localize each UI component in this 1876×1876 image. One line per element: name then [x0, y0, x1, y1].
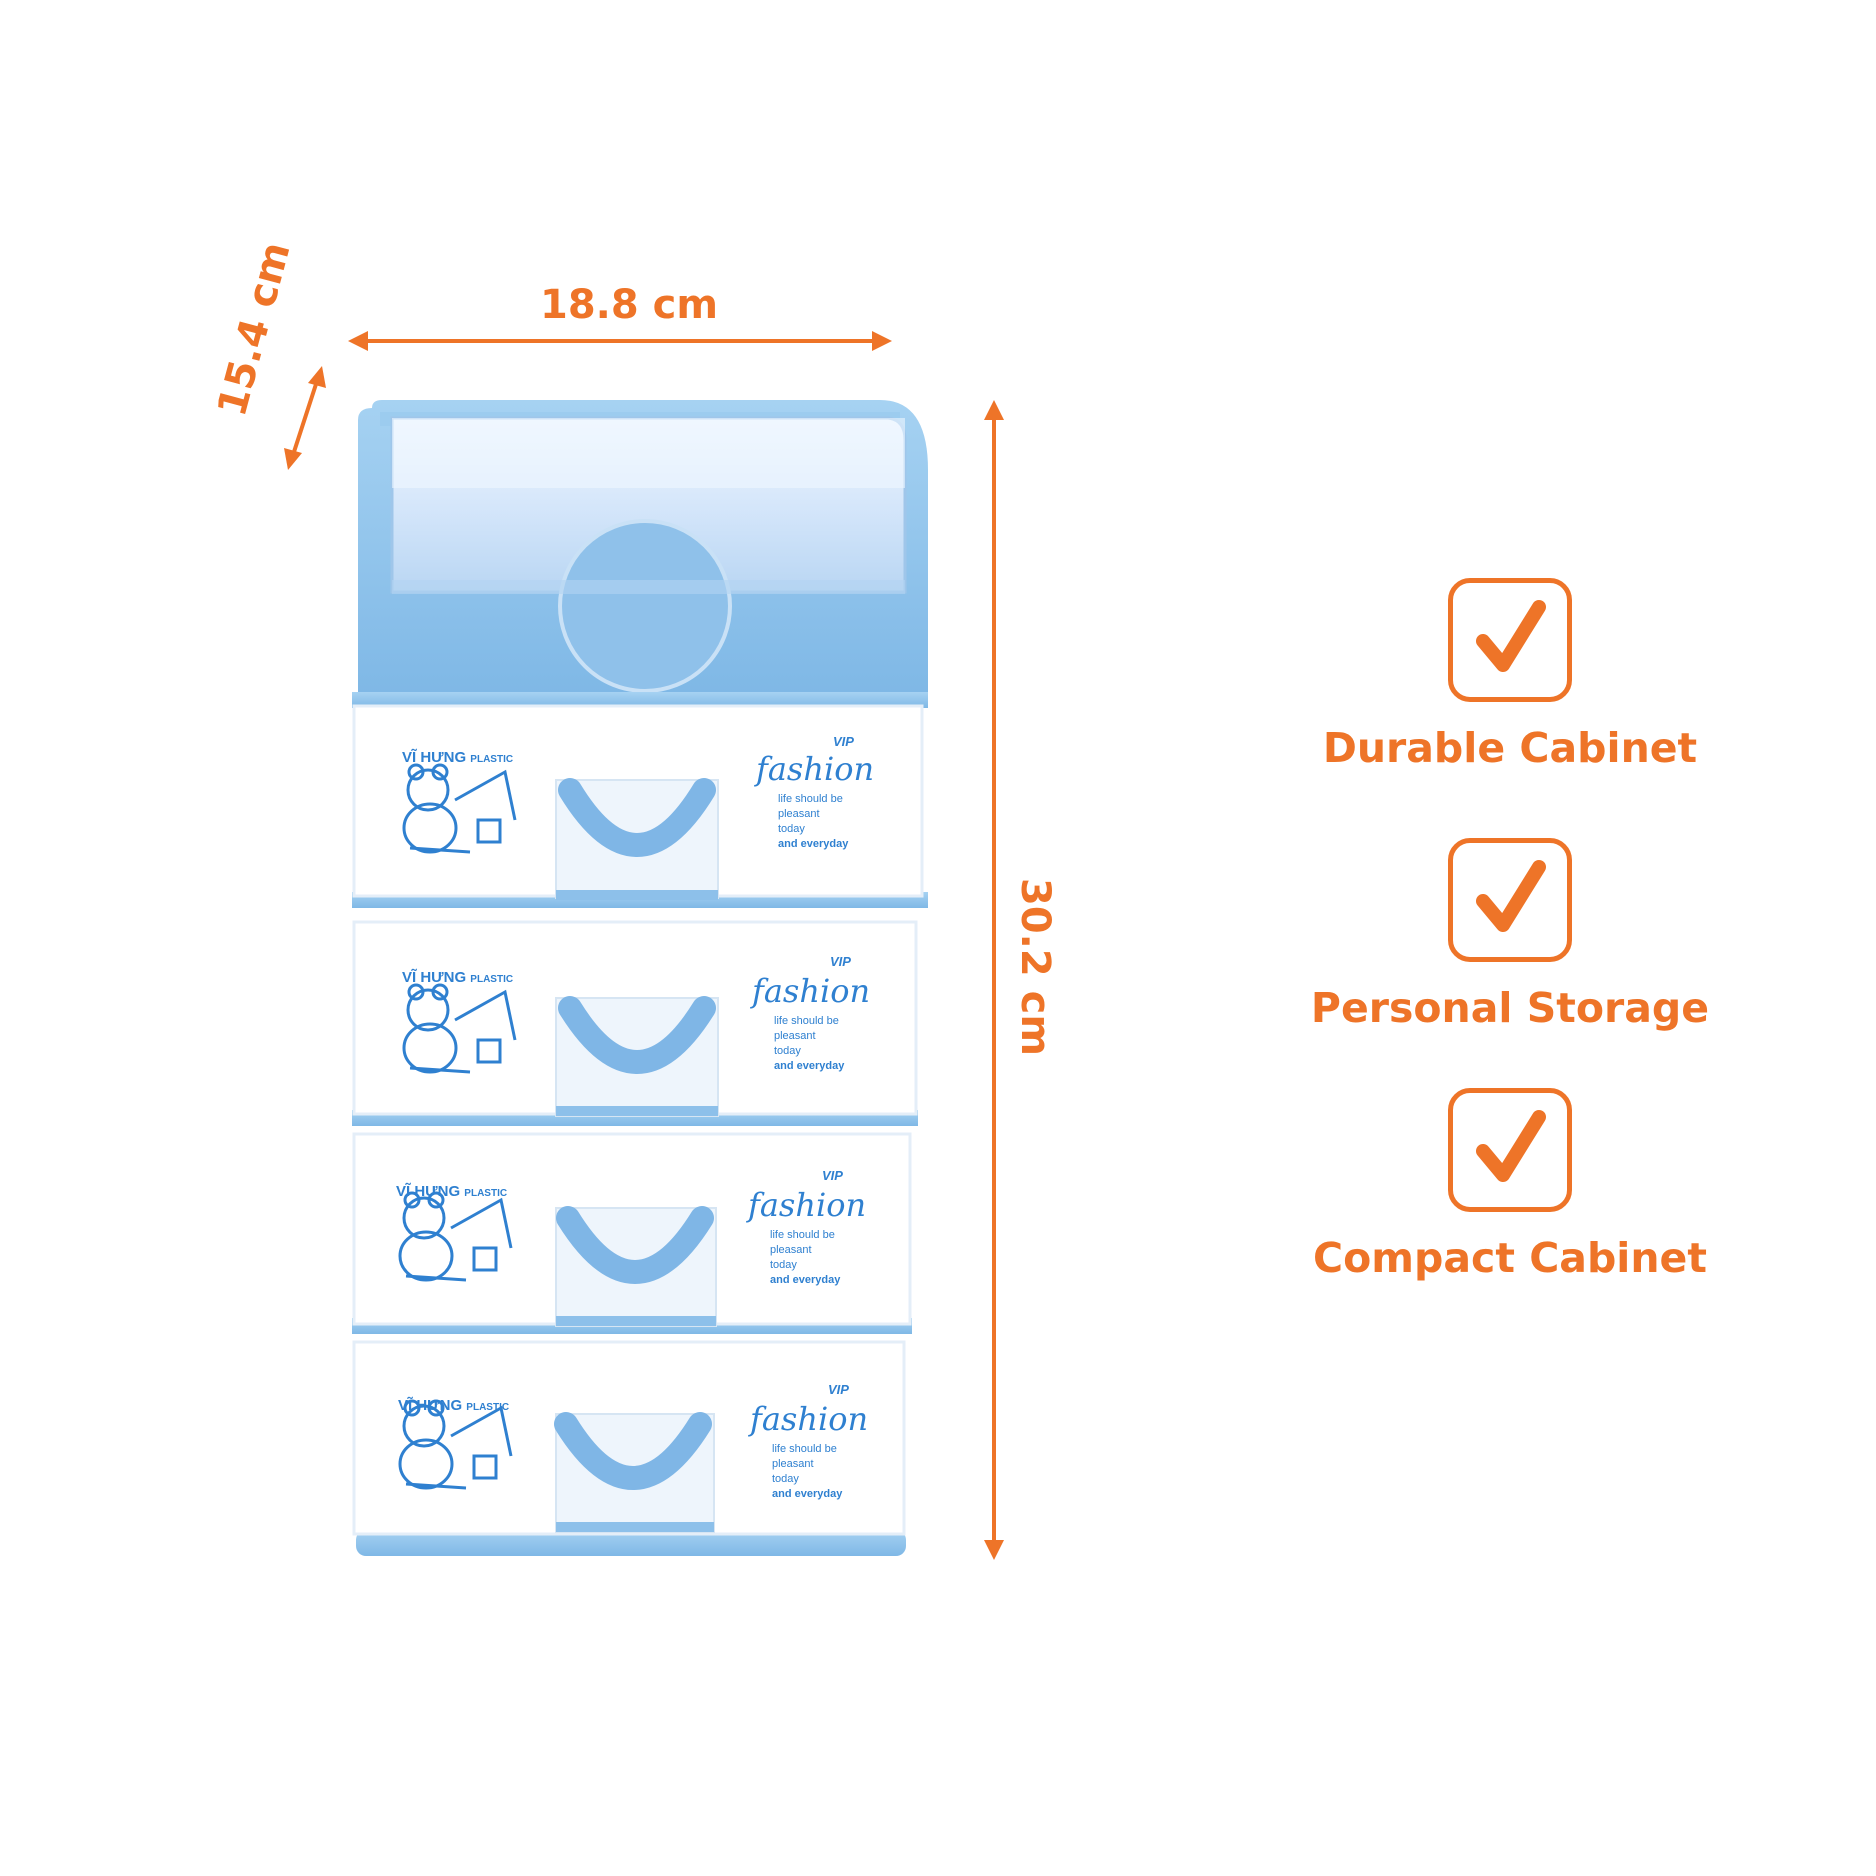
svg-text:VIP: VIP — [828, 1382, 849, 1397]
svg-text:fashion: fashion — [750, 972, 870, 1010]
svg-text:life should be: life should be — [774, 1015, 839, 1027]
svg-text:and everyday: and everyday — [770, 1274, 841, 1286]
top-compartment — [358, 400, 928, 693]
svg-text:and everyday: and everyday — [774, 1060, 845, 1072]
checkmark-icon — [1448, 578, 1572, 702]
svg-text:VĨ HƯNG PLASTIC: VĨ HƯNG PLASTIC — [396, 1182, 507, 1200]
svg-text:pleasant: pleasant — [774, 1030, 816, 1042]
svg-text:today: today — [774, 1045, 801, 1057]
drawer-1 — [352, 704, 924, 900]
drawer-2-print: VĨ HƯNG PLASTIC VIP fashion life should … — [402, 954, 870, 1072]
svg-text:pleasant: pleasant — [778, 808, 820, 820]
brand-text: VĨ HƯNG PLASTIC — [402, 748, 513, 766]
feature-label: Compact Cabinet — [1313, 1234, 1707, 1282]
svg-text:fashion: fashion — [754, 750, 874, 788]
svg-text:pleasant: pleasant — [772, 1458, 814, 1470]
svg-text:VIP: VIP — [833, 734, 854, 749]
drawer-4-print: VĨ HƯNG PLASTIC VIP fashion life should … — [398, 1382, 868, 1500]
checkmark-icon — [1448, 1088, 1572, 1212]
svg-text:today: today — [772, 1473, 799, 1485]
feature-compact-cabinet: Compact Cabinet — [1300, 1088, 1720, 1282]
height-arrow-bottom-head — [984, 1540, 1004, 1560]
width-arrow-left-head — [348, 331, 368, 351]
svg-text:fashion: fashion — [746, 1186, 866, 1224]
height-arrow-top-head — [984, 400, 1004, 420]
drawer-3-print: VĨ HƯNG PLASTIC VIP fashion life should … — [396, 1168, 866, 1286]
svg-text:VIP: VIP — [830, 954, 851, 969]
svg-text:today: today — [770, 1259, 797, 1271]
svg-text:fashion: fashion — [748, 1400, 868, 1438]
svg-text:life should be: life should be — [778, 793, 843, 805]
width-dimension-label: 18.8 cm — [540, 282, 719, 328]
checkmark-icon — [1448, 838, 1572, 962]
feature-label: Personal Storage — [1310, 984, 1710, 1032]
svg-text:VĨ HƯNG PLASTIC: VĨ HƯNG PLASTIC — [402, 968, 513, 986]
width-arrow-right-head — [872, 331, 892, 351]
svg-text:pleasant: pleasant — [770, 1244, 812, 1256]
drawer-1-print: VĨ HƯNG PLASTIC VIP fashion life should … — [402, 734, 874, 850]
svg-text:VIP: VIP — [822, 1168, 843, 1183]
feature-label: Durable Cabinet — [1322, 724, 1698, 772]
bear-mascot-prints — [398, 763, 517, 1490]
depth-arrow-line — [290, 377, 320, 459]
svg-text:life should be: life should be — [772, 1443, 837, 1455]
svg-text:VĨ HƯNG PLASTIC: VĨ HƯNG PLASTIC — [398, 1396, 509, 1414]
svg-text:today: today — [778, 823, 805, 835]
drawer-4 — [352, 1340, 906, 1536]
svg-text:and everyday: and everyday — [772, 1488, 843, 1500]
svg-text:and everyday: and everyday — [778, 838, 849, 850]
svg-text:life should be: life should be — [770, 1229, 835, 1241]
drawer-prints: VĨ HƯNG PLASTIC VIP fashion life should … — [396, 734, 874, 1500]
depth-arrow-bottom-head — [284, 448, 302, 470]
drawer-3 — [352, 1132, 912, 1327]
feature-personal-storage: Personal Storage — [1300, 838, 1720, 1032]
feature-durable-cabinet: Durable Cabinet — [1300, 578, 1720, 772]
depth-arrow-top-head — [308, 366, 326, 388]
